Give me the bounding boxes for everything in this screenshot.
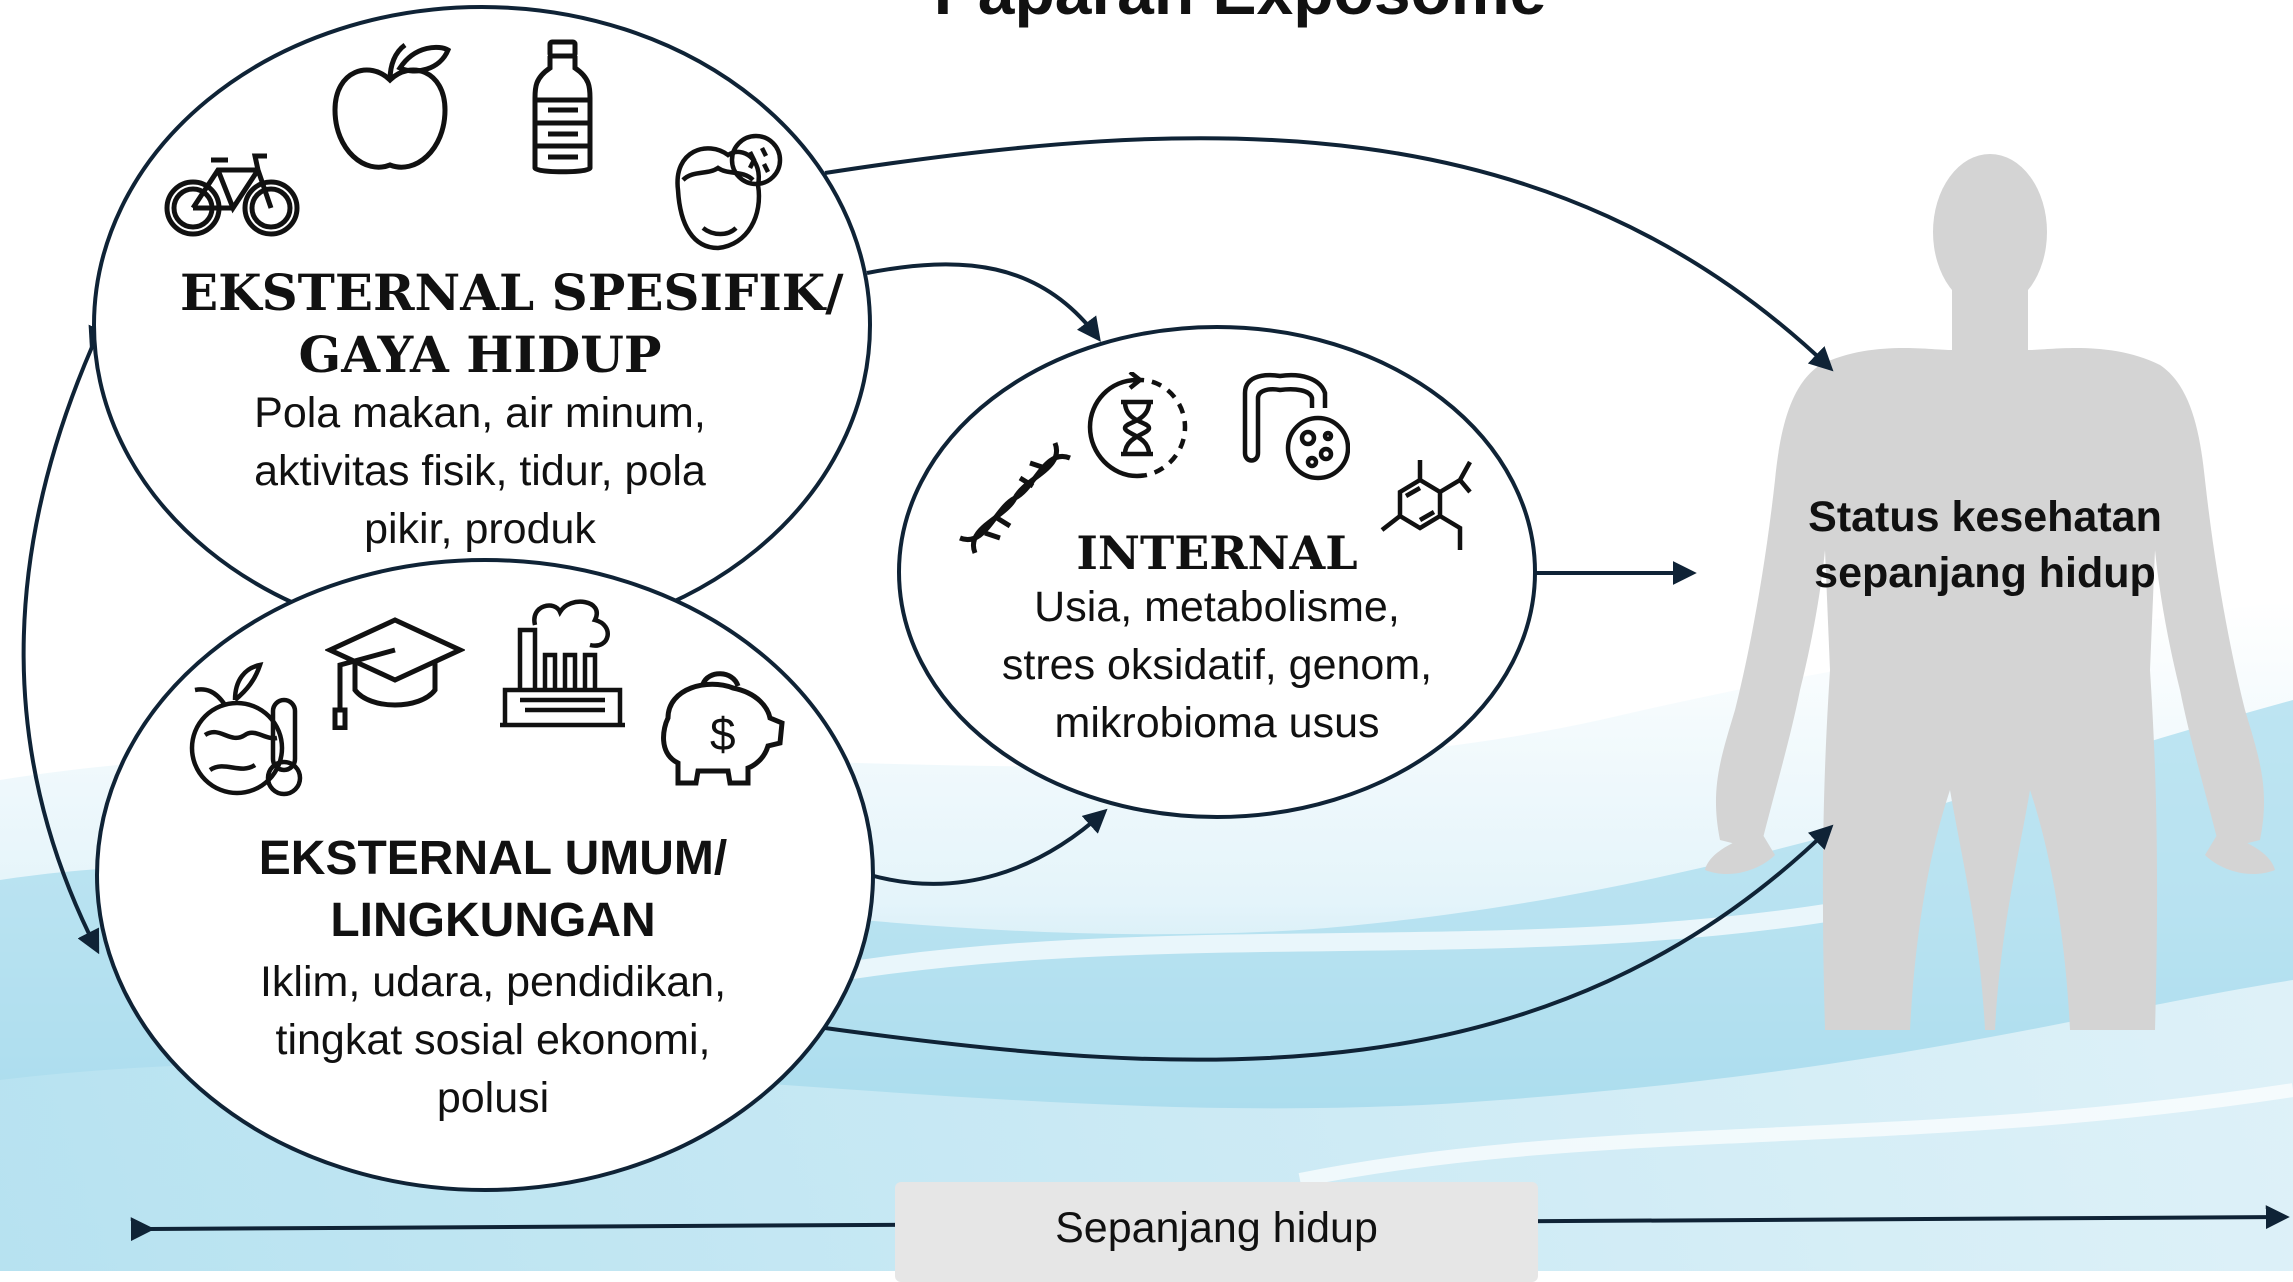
ext-spesifik-body-2: aktivitas fisik, tidur, pola: [254, 447, 706, 495]
graduation-cap-icon: [325, 617, 465, 730]
molecule-icon: [1380, 460, 1472, 550]
health-status-line-1: Status kesehatan: [1808, 493, 2162, 541]
diagram-title: Paparan Exposome: [790, 0, 1690, 24]
human-silhouette-icon: [1705, 154, 2275, 1030]
ext-spesifik-heading-1: EKSTERNAL SPESIFIK/: [180, 263, 844, 322]
ext-spesifik-heading-2: GAYA HIDUP: [298, 325, 662, 384]
node-ext-umum: [95, 558, 875, 1192]
svg-text:$: $: [710, 708, 736, 760]
arrow-spesifik-internal: [866, 262, 1101, 342]
internal-body-2: stres oksidatif, genom,: [1001, 641, 1433, 689]
arrow-umum-health: [824, 824, 1834, 1062]
internal-heading: INTERNAL: [1076, 526, 1358, 580]
ext-umum-body-1: Iklim, udara, pendidikan,: [259, 958, 727, 1006]
arrow-spesifik-umum: [21, 324, 111, 955]
dna-icon: [959, 442, 1071, 554]
hourglass-icon: [1087, 372, 1188, 479]
ext-spesifik-body-3: pikir, produk: [364, 505, 596, 553]
thinking-head-icon: [675, 133, 783, 251]
climate-globe-icon: [189, 662, 303, 797]
factory-icon: [500, 599, 625, 728]
ext-umum-heading-1: EKSTERNAL UMUM/: [258, 832, 728, 885]
ext-umum-body-3: polusi: [436, 1074, 550, 1122]
internal-body-1: Usia, metabolisme,: [1034, 583, 1400, 631]
ext-umum-heading-2: LINGKUNGAN: [330, 894, 656, 947]
timeline-label-box: [895, 1182, 1538, 1282]
apple-icon: [332, 42, 452, 170]
water-bottle-icon: [532, 39, 593, 175]
timeline-label: Sepanjang hidup: [1055, 1204, 1378, 1252]
health-status-line-2: sepanjang hidup: [1814, 549, 2156, 597]
ext-spesifik-body-1: Pola makan, air minum,: [254, 389, 706, 437]
bicycle-icon: [164, 153, 300, 237]
intestine-icon: [1242, 373, 1350, 481]
ext-umum-body-2: tingkat sosial ekonomi,: [275, 1016, 711, 1064]
piggy-bank-icon: $: [661, 671, 785, 786]
arrow-spesifik-health: [824, 136, 1834, 372]
internal-body-3: mikrobioma usus: [1054, 699, 1380, 747]
arrow-umum-internal: [869, 808, 1108, 886]
